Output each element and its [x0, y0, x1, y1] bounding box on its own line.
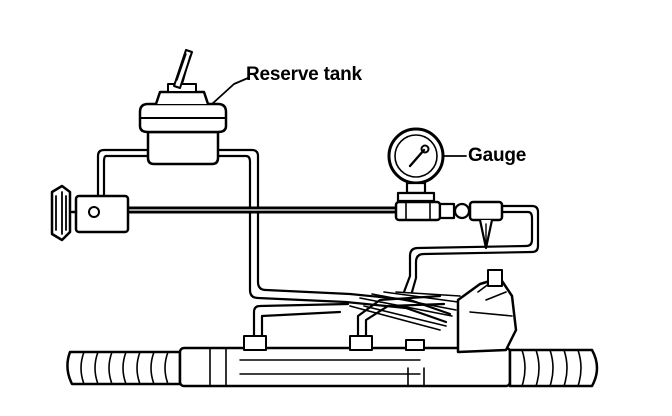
dipstick — [173, 49, 193, 89]
reservoir-to-pump-line — [96, 148, 154, 200]
shutoff-valve — [438, 200, 504, 250]
reserve-tank — [138, 49, 228, 166]
reserve-tank-leader — [211, 77, 249, 105]
pressure-gauge — [387, 127, 445, 222]
reservoir-return-line — [210, 148, 452, 324]
power-steering-pump — [50, 184, 130, 242]
pump-body — [74, 194, 130, 234]
gauge-label: Gauge — [468, 145, 527, 166]
pinion-valve-housing — [456, 276, 518, 354]
hydraulic-lines — [96, 148, 540, 338]
gauge-tee — [394, 200, 442, 222]
rack-housing — [178, 346, 512, 388]
gauge-outlet-line — [402, 204, 540, 294]
gauge-needle — [408, 148, 426, 168]
steering-rack — [66, 269, 599, 388]
reserve-tank-body — [146, 130, 220, 166]
reserve-tank-label: Reserve tank — [246, 64, 362, 85]
gauge-dial — [387, 127, 445, 185]
pump-pulley — [50, 184, 72, 242]
